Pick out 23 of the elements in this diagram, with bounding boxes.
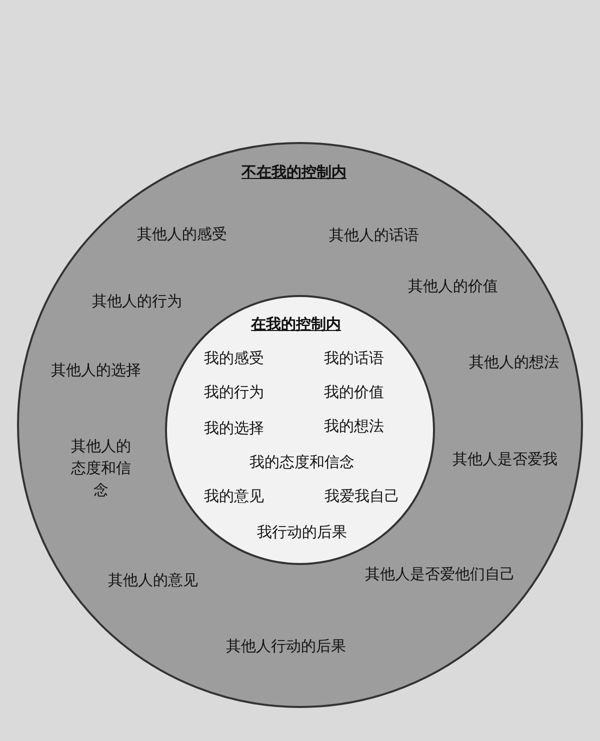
region-heading: 在我的控制内 [251, 314, 341, 335]
circle-label: 我的意见 [204, 486, 264, 507]
circle-label: 我的选择 [204, 418, 264, 439]
circle-label: 其他人是否爱他们自己 [365, 564, 515, 585]
circle-label: 我的行为 [204, 382, 264, 403]
circle-label: 其他人的感受 [137, 224, 227, 245]
circle-label: 我的话语 [324, 348, 384, 369]
region-heading: 不在我的控制内 [242, 162, 346, 183]
circle-label: 其他人的行为 [92, 291, 182, 312]
circle-label: 其他人的价值 [408, 276, 498, 297]
circle-label: 其他人的选择 [51, 360, 141, 381]
circle-label: 其他人行动的后果 [226, 636, 346, 657]
circle-label: 其他人的想法 [469, 352, 559, 373]
circle-label: 我行动的后果 [257, 522, 347, 543]
circle-label: 其他人的态度和信念 [70, 436, 132, 501]
circle-label: 我的感受 [204, 348, 264, 369]
circle-label: 其他人是否爱我 [452, 449, 558, 470]
circle-label: 我爱我自己 [324, 486, 400, 507]
circle-label: 我的态度和信念 [250, 452, 354, 473]
circle-label: 其他人的话语 [329, 225, 419, 246]
circle-label: 其他人的意见 [108, 570, 198, 591]
circle-label: 我的价值 [324, 382, 384, 403]
circle-label: 我的想法 [324, 416, 384, 437]
